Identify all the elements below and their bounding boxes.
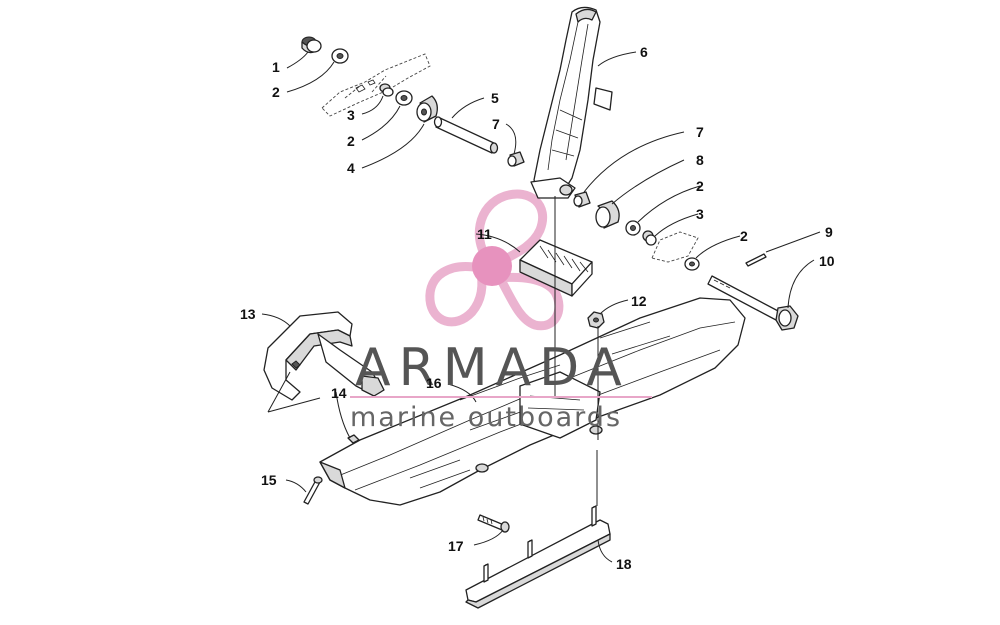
frame-outline xyxy=(321,53,431,117)
part-6-spindle xyxy=(530,6,613,199)
callout-1: 1 xyxy=(272,59,280,75)
part-4-bushing xyxy=(416,95,438,123)
callout-7: 7 xyxy=(492,116,500,132)
propeller-blade-top xyxy=(474,189,547,272)
part-2-washer-d xyxy=(684,257,700,271)
callout-7: 7 xyxy=(696,124,704,140)
part-14-clip xyxy=(291,360,360,444)
part-13-handle xyxy=(263,311,385,401)
part-18-wear-bar xyxy=(465,505,611,609)
callout-14: 14 xyxy=(331,385,347,401)
part-7-bushing-a xyxy=(507,151,525,167)
watermark-propeller-logo xyxy=(425,189,564,331)
callout-4: 4 xyxy=(347,160,355,176)
part-3-spacer-b xyxy=(642,230,657,246)
callout-5: 5 xyxy=(491,90,499,106)
part-16-ski xyxy=(319,297,746,506)
callout-11: 11 xyxy=(477,226,492,242)
callout-16: 16 xyxy=(426,375,442,391)
part-5-shaft xyxy=(433,116,499,154)
part-2-washer-b xyxy=(395,90,413,106)
watermark-subtitle: marine outboards xyxy=(350,402,622,433)
callout-13: 13 xyxy=(240,306,256,322)
callout-12: 12 xyxy=(631,293,647,309)
part-15-screw xyxy=(303,476,323,505)
callout-10: 10 xyxy=(819,253,835,269)
part-12-nut xyxy=(587,311,605,329)
part-7-bushing-b xyxy=(573,191,591,208)
part-9-cotter-pin xyxy=(745,253,767,267)
part-8-bushing xyxy=(595,200,620,229)
frame-outline-right xyxy=(651,231,699,263)
callout-8: 8 xyxy=(696,152,704,168)
callout-9: 9 xyxy=(825,224,833,240)
part-1-bushing xyxy=(301,36,322,54)
part-11-pad xyxy=(519,239,593,297)
callout-3: 3 xyxy=(696,206,704,222)
callout-2: 2 xyxy=(696,178,704,194)
propeller-blade-left xyxy=(425,262,487,327)
part-17-bolt xyxy=(477,514,510,533)
callout-labels: 1 2 3 2 4 5 7 6 7 8 2 3 2 9 10 11 12 13 … xyxy=(240,44,835,572)
callout-3: 3 xyxy=(347,107,355,123)
part-2-washer-a xyxy=(331,48,349,64)
callout-17: 17 xyxy=(448,538,464,554)
callout-15: 15 xyxy=(261,472,277,488)
leader-lines xyxy=(261,51,821,563)
callout-2: 2 xyxy=(347,133,355,149)
part-10-bolt xyxy=(707,275,799,331)
propeller-blade-right xyxy=(492,272,564,331)
callout-2: 2 xyxy=(272,84,280,100)
part-2-washer-c xyxy=(625,220,641,236)
part-3-spacer-a xyxy=(379,83,394,97)
callout-18: 18 xyxy=(616,556,632,572)
callout-6: 6 xyxy=(640,44,648,60)
propeller-hub xyxy=(472,246,512,286)
watermark-title: ARMADA xyxy=(355,338,630,398)
callout-2: 2 xyxy=(740,228,748,244)
